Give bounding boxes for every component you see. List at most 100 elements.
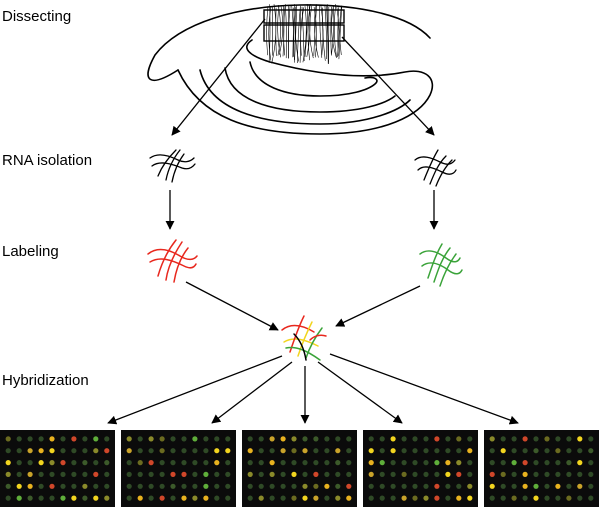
microarray-spot — [258, 448, 264, 454]
microarray-spot — [445, 471, 451, 477]
microarray-spot — [5, 471, 11, 477]
microarray-spot — [258, 436, 264, 442]
microarray-spot — [291, 471, 297, 477]
microarray-spot — [148, 495, 154, 501]
microarray-spot — [412, 483, 418, 489]
microarray-spot — [192, 436, 198, 442]
stage-label-rna-isolation: RNA isolation — [2, 152, 93, 169]
microarray-spot — [313, 471, 319, 477]
microarray-spot — [522, 460, 528, 466]
microarray-spot — [555, 436, 561, 442]
microarray-spot — [302, 495, 308, 501]
microarray-spot — [148, 436, 154, 442]
microarray-spot — [412, 460, 418, 466]
microarray-spot — [280, 460, 286, 466]
arrow-dissect-right — [341, 36, 435, 136]
microarray-spot — [170, 448, 176, 454]
microarray-spot — [588, 471, 594, 477]
microarray-spot — [159, 471, 165, 477]
arrow-red-to-mix — [185, 281, 279, 331]
microarray-spot — [456, 448, 462, 454]
microarray-spot — [500, 495, 506, 501]
microarray-spot — [577, 471, 583, 477]
microarray-spot — [126, 448, 132, 454]
microarray-spot — [5, 448, 11, 454]
microarray-spot — [324, 460, 330, 466]
microarray-spot — [368, 471, 374, 477]
microarray-spot — [500, 471, 506, 477]
microarray-spot — [27, 460, 33, 466]
microarray-spot — [71, 448, 77, 454]
microarray-spot — [247, 448, 253, 454]
microarray-spot — [544, 471, 550, 477]
microarray-spot — [192, 448, 198, 454]
microarray-spot — [577, 495, 583, 501]
microarray-spot — [346, 495, 352, 501]
microarray-spot — [489, 483, 495, 489]
microarray-spot — [302, 460, 308, 466]
microarray-spot — [522, 483, 528, 489]
microarray-spot — [335, 495, 341, 501]
microarray-spot — [93, 495, 99, 501]
microarray-spot — [533, 448, 539, 454]
microarray-spot — [588, 483, 594, 489]
microarray-spot — [170, 483, 176, 489]
microarray-spot — [137, 448, 143, 454]
microarray-spot — [588, 436, 594, 442]
microarray-spot — [555, 471, 561, 477]
microarray-spot — [203, 471, 209, 477]
microarray-spot — [247, 483, 253, 489]
microarray-spot — [181, 448, 187, 454]
microarray-spot — [93, 436, 99, 442]
microarray-spot — [38, 436, 44, 442]
microarray-spot — [280, 448, 286, 454]
microarray-spot — [522, 436, 528, 442]
microarray-spot — [302, 471, 308, 477]
microarray-spot — [181, 460, 187, 466]
microarray-spot — [577, 460, 583, 466]
microarray-spot — [456, 436, 462, 442]
microarray-spot — [335, 483, 341, 489]
microarray-spot — [456, 483, 462, 489]
microarray-spot — [346, 471, 352, 477]
microarray-spot — [379, 483, 385, 489]
microarray-spot — [566, 471, 572, 477]
microarray-spot — [203, 460, 209, 466]
microarray-spot — [412, 495, 418, 501]
microarray-spot — [38, 471, 44, 477]
microarray-spot — [225, 483, 231, 489]
microarray-spot — [269, 448, 275, 454]
microarray-spot — [49, 495, 55, 501]
microarray-spot — [27, 448, 33, 454]
microarray-spot — [335, 448, 341, 454]
microarray-spot — [467, 460, 473, 466]
microarray-spot — [137, 495, 143, 501]
brain-slice-outline — [147, 4, 434, 135]
microarray-spot — [82, 471, 88, 477]
microarray-spot — [566, 448, 572, 454]
microarray-spot — [291, 460, 297, 466]
microarray-spot — [137, 436, 143, 442]
microarray-spot — [324, 495, 330, 501]
microarray-spot — [280, 483, 286, 489]
microarray-spot — [159, 495, 165, 501]
microarray-spot — [16, 495, 22, 501]
microarray-spot — [368, 495, 374, 501]
microarray-spot — [71, 495, 77, 501]
microarray-spot — [225, 448, 231, 454]
microarray-spot — [577, 483, 583, 489]
microarray-spot — [445, 448, 451, 454]
microarray-spot — [566, 436, 572, 442]
microarray-spot — [324, 483, 330, 489]
dissection-box-top — [263, 9, 345, 24]
microarray-spot — [511, 448, 517, 454]
microarray-spot — [27, 495, 33, 501]
microarray-spot — [390, 483, 396, 489]
microarray-spot — [511, 460, 517, 466]
microarray-spot — [159, 483, 165, 489]
microarray-spot — [555, 495, 561, 501]
microarray-spot — [368, 483, 374, 489]
microarray-spot — [335, 436, 341, 442]
microarray-spot — [445, 483, 451, 489]
